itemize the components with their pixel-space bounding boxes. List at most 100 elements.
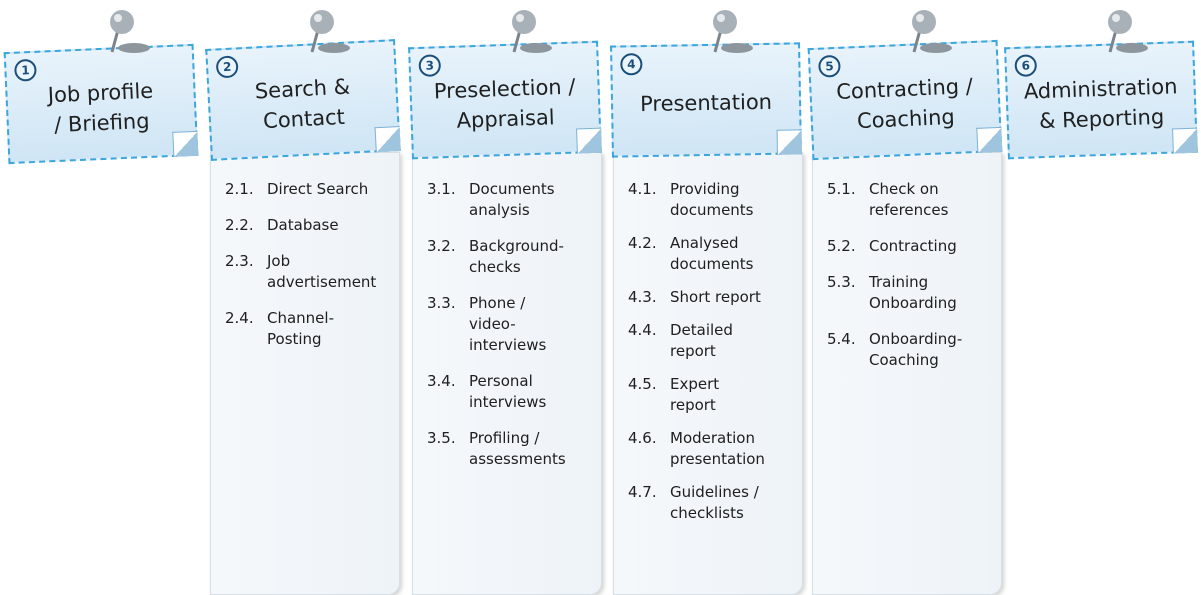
list-item: 2.2. Database	[225, 215, 399, 236]
step-number-badge: 4	[620, 53, 643, 76]
step-column-6: 6 Administration & Reporting	[998, 0, 1201, 593]
page-curl	[976, 126, 1003, 153]
substep-number: 4.2.	[628, 234, 657, 252]
list-item: 3.1. Documents analysis	[427, 179, 601, 221]
substep-number: 5.4.	[827, 330, 856, 348]
step-title: Presentation	[639, 89, 773, 117]
list-item: 4.6. Moderation presentation	[628, 428, 802, 470]
step-number-badge: 6	[1014, 54, 1038, 77]
page-curl	[374, 125, 401, 153]
substep-text: Training Onboarding	[869, 273, 957, 312]
substep-text: Onboarding- Coaching	[869, 330, 963, 369]
substep-list: 3.1. Documents analysis 3.2. Background- c…	[413, 153, 601, 470]
list-item: 3.2. Background- checks	[427, 236, 601, 278]
substep-text: Detailed report	[670, 321, 733, 360]
step-note: 1 Job profile / Briefing	[3, 43, 199, 165]
list-item: 5.2. Contracting	[827, 236, 1001, 257]
substep-text: Short report	[670, 288, 761, 306]
step-note: 6 Administration & Reporting	[1004, 40, 1198, 160]
pushpin-icon	[110, 10, 150, 53]
list-item: 5.3. Training Onboarding	[827, 272, 1001, 314]
substep-text: Database	[267, 216, 339, 234]
step-number-badge: 1	[13, 58, 37, 82]
list-item: 5.1. Check on references	[827, 179, 1001, 221]
substep-text: Job advertisement	[267, 252, 377, 291]
list-item: 4.2. Analysed documents	[628, 233, 802, 275]
substep-text: Channel- Posting	[267, 309, 334, 348]
step-note: 4 Presentation	[610, 42, 802, 158]
step-title: Preselection / Appraisal	[433, 74, 576, 133]
substep-number: 2.2.	[225, 216, 254, 234]
step-column-5: 5.1. Check on references 5.2. Contracting …	[802, 0, 1007, 595]
substep-number: 3.3.	[427, 294, 456, 312]
list-item: 4.5. Expert report	[628, 374, 802, 416]
substep-number: 2.1.	[225, 180, 254, 198]
substep-number: 4.3.	[628, 288, 657, 306]
page-curl	[1172, 127, 1198, 154]
step-number-badge: 5	[817, 54, 841, 78]
substep-text: Guidelines / checklists	[670, 483, 759, 522]
substep-text: Profiling / assessments	[469, 429, 566, 468]
step-title: Search & Contact	[254, 74, 351, 134]
substep-number: 3.1.	[427, 180, 456, 198]
substep-text: Documents analysis	[469, 180, 555, 219]
list-item: 4.4. Detailed report	[628, 320, 802, 362]
substep-text: Expert report	[670, 375, 720, 414]
pushpin-icon	[310, 10, 350, 53]
substep-text: Moderation presentation	[670, 429, 765, 468]
substep-text: Check on references	[869, 180, 949, 219]
list-item: 3.5. Profiling / assessments	[427, 428, 601, 470]
substep-text: Analysed documents	[670, 234, 754, 273]
substep-text: Phone / video- interviews	[469, 294, 547, 354]
pushpin-icon	[912, 10, 952, 53]
substep-number: 3.4.	[427, 372, 456, 390]
substep-number: 5.3.	[827, 273, 856, 291]
substep-number: 4.5.	[628, 375, 657, 393]
list-item: 2.4. Channel- Posting	[225, 308, 399, 350]
step-title: Administration & Reporting	[1023, 74, 1178, 134]
substep-list: 4.1. Providing documents 4.2. Analysed doc…	[614, 153, 802, 524]
list-item: 5.4. Onboarding- Coaching	[827, 329, 1001, 371]
list-item: 3.4. Personal interviews	[427, 371, 601, 413]
list-item: 4.7. Guidelines / checklists	[628, 482, 802, 524]
substep-panel: 4.1. Providing documents 4.2. Analysed doc…	[613, 152, 803, 595]
step-number-badge: 2	[215, 55, 239, 79]
substep-number: 5.2.	[827, 237, 856, 255]
substep-number: 3.2.	[427, 237, 456, 255]
step-column-3: 3.1. Documents analysis 3.2. Background- c…	[402, 0, 607, 595]
pushpin-icon	[512, 10, 552, 53]
substep-text: Providing documents	[670, 180, 754, 219]
list-item: 2.1. Direct Search	[225, 179, 399, 200]
list-item: 4.3. Short report	[628, 287, 802, 308]
substep-number: 4.7.	[628, 483, 657, 501]
substep-text: Personal interviews	[469, 372, 547, 411]
substep-number: 2.4.	[225, 309, 254, 327]
step-column-2: 2.1. Direct Search 2.2. Database 2.3. Job a…	[200, 0, 405, 595]
list-item: 3.3. Phone / video- interviews	[427, 293, 601, 356]
step-note: 3 Preselection / Appraisal	[408, 40, 602, 160]
pushpin-icon	[713, 10, 753, 53]
pushpin-icon	[1108, 10, 1148, 53]
substep-number: 3.5.	[427, 429, 456, 447]
substep-number: 4.4.	[628, 321, 657, 339]
substep-panel: 5.1.Check on references 5.2.Contracting …	[812, 152, 1002, 595]
substep-text: Background- checks	[469, 237, 564, 276]
step-column-1: 1 Job profile / Briefing	[0, 0, 205, 593]
substep-number: 5.1.	[827, 180, 856, 198]
list-item: 4.1. Providing documents	[628, 179, 802, 221]
page-curl	[576, 127, 602, 154]
step-title: Job profile / Briefing	[47, 78, 154, 138]
substep-text: Contracting	[869, 237, 957, 255]
substep-number: 4.1.	[628, 180, 657, 198]
substep-text: Direct Search	[267, 180, 369, 198]
list-item: 2.3. Job advertisement	[225, 251, 399, 293]
page-curl	[172, 130, 199, 157]
step-column-4: 4.1. Providing documents 4.2. Analysed doc…	[603, 0, 808, 595]
substep-number: 4.6.	[628, 429, 657, 447]
substep-panel: 3.1. Documents analysis 3.2. Background- c…	[412, 152, 602, 595]
step-title: Contracting / Coaching	[835, 74, 974, 134]
substep-number: 2.3.	[225, 252, 254, 270]
substep-list: 5.1.Check on references 5.2.Contracting …	[813, 153, 1001, 371]
substep-list: 2.1. Direct Search 2.2. Database 2.3. Job a…	[211, 153, 399, 350]
step-number-badge: 3	[418, 54, 442, 77]
